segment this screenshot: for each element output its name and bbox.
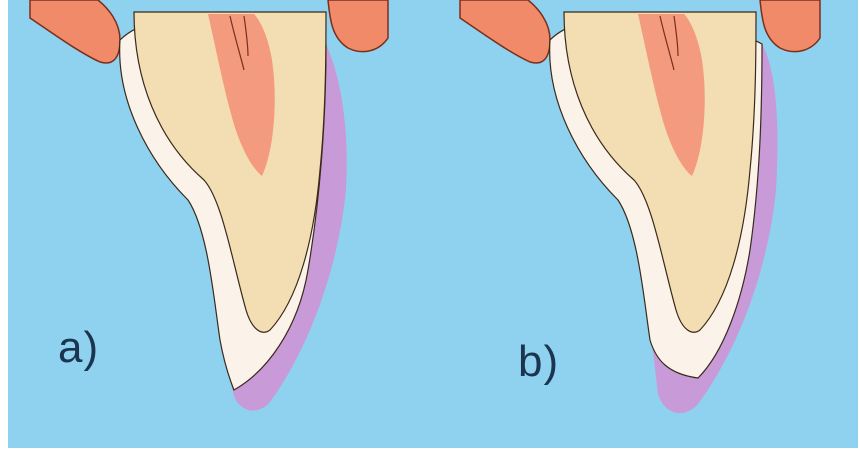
- tooth-diagram: [8, 0, 858, 448]
- panel-label-a: a): [58, 326, 99, 370]
- gum-left-a: [30, 0, 120, 63]
- diagram-canvas: a) b): [8, 0, 858, 448]
- panel-label-b: b): [518, 340, 559, 384]
- gum-left-b: [460, 0, 550, 63]
- tooth-b: [460, 0, 820, 413]
- gum-right-b: [760, 0, 820, 52]
- gum-right-a: [328, 0, 388, 52]
